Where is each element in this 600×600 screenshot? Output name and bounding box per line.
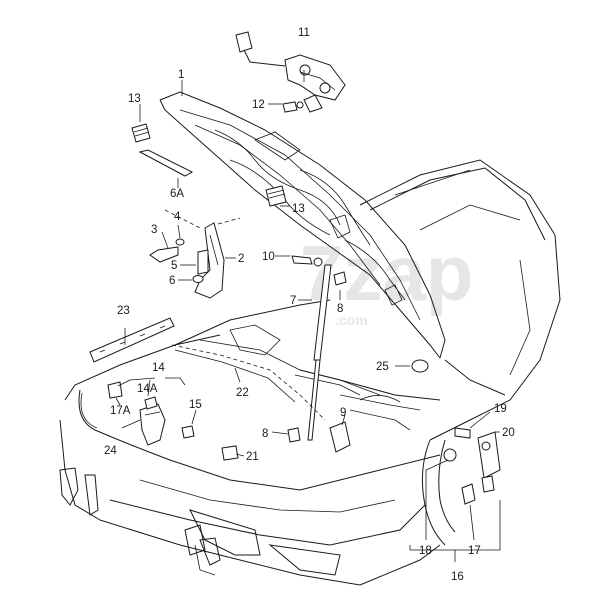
rubber-buffer-13a xyxy=(131,123,151,143)
label-13-bonnet: 13 xyxy=(292,203,305,215)
label-17: 17 xyxy=(468,545,481,557)
plug-25 xyxy=(411,359,429,373)
bolt-5 xyxy=(197,249,209,275)
label-16: 16 xyxy=(451,571,464,583)
label-5: 5 xyxy=(171,260,177,272)
label-18: 18 xyxy=(419,545,432,557)
label-25: 25 xyxy=(376,361,389,373)
clip-14a xyxy=(144,396,158,410)
label-11: 11 xyxy=(298,27,310,39)
screw-12 xyxy=(282,101,304,113)
watermark-domain-text: .com xyxy=(335,312,368,328)
holder-17a xyxy=(107,381,123,399)
label-4: 4 xyxy=(174,211,181,223)
ball-stud-10 xyxy=(291,255,323,267)
seal-22 xyxy=(171,344,326,421)
bolt-15 xyxy=(181,425,195,439)
cable-guide-18 xyxy=(443,448,457,462)
label-10: 10 xyxy=(262,251,275,263)
label-1: 1 xyxy=(178,69,184,81)
bonnet-latch xyxy=(235,31,346,113)
ball-stud-8a xyxy=(333,271,347,286)
washer-4 xyxy=(175,238,185,246)
label-2: 2 xyxy=(238,253,244,265)
label-23: 23 xyxy=(117,305,130,317)
bolt-3 xyxy=(149,246,179,263)
bracket-9 xyxy=(329,421,351,453)
label-17a: 17A xyxy=(110,405,131,417)
label-19: 19 xyxy=(494,403,507,415)
ball-stud-8b xyxy=(287,427,301,443)
label-13-top: 13 xyxy=(128,93,141,105)
rubber-buffer-13b xyxy=(265,185,287,207)
release-lever-14 xyxy=(139,403,166,446)
label-20: 20 xyxy=(502,427,515,439)
car-body xyxy=(59,159,561,586)
seal-strip-6a xyxy=(138,149,194,177)
label-9: 9 xyxy=(340,407,346,419)
label-14a: 14A xyxy=(137,383,158,395)
bracket-20 xyxy=(477,431,501,493)
holder-17 xyxy=(461,483,476,505)
label-6: 6 xyxy=(169,275,175,287)
label-21: 21 xyxy=(246,451,259,463)
washer-6 xyxy=(192,275,204,283)
label-22: 22 xyxy=(236,387,249,399)
gas-strut-7 xyxy=(307,264,332,441)
screw-19 xyxy=(454,427,471,439)
label-6a: 6A xyxy=(170,188,184,200)
seal-23 xyxy=(89,317,175,363)
label-12: 12 xyxy=(252,99,265,111)
leader-lines xyxy=(115,70,501,562)
label-8-lower: 8 xyxy=(262,428,268,440)
label-14: 14 xyxy=(152,362,165,374)
callout-labels: 1 13 6A 13 4 3 2 5 6 10 7 8 11 12 25 23 … xyxy=(104,27,515,583)
label-3: 3 xyxy=(151,224,157,236)
label-24: 24 xyxy=(104,445,117,457)
bonnet-panel xyxy=(159,91,446,359)
clip-21 xyxy=(221,445,239,461)
label-15: 15 xyxy=(189,399,202,411)
label-8-upper: 8 xyxy=(337,303,343,315)
label-7: 7 xyxy=(290,295,296,307)
